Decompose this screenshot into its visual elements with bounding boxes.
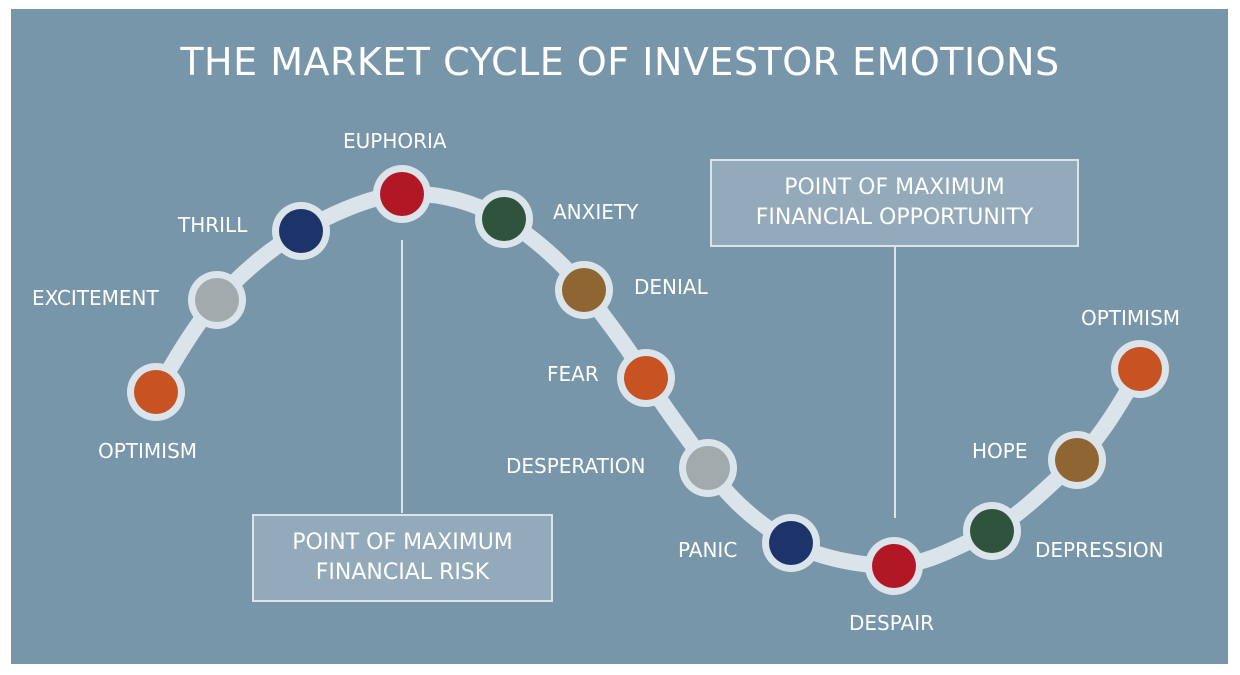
stage-node-hope [1055,438,1099,482]
opportunity-line2: FINANCIAL OPPORTUNITY [755,205,1034,230]
stage-node-optimism [1118,347,1162,391]
stage-node-thrill [279,209,323,253]
stage-node-optimism [134,370,178,414]
risk-line2: FINANCIAL RISK [315,560,490,585]
stage-node-anxiety [482,197,526,241]
stage-label-denial: DENIAL [634,275,708,299]
stage-node-euphoria [380,172,424,216]
stage-node-depression [970,509,1014,553]
stage-label-despair: DESPAIR [849,611,934,635]
stage-node-fear [624,356,668,400]
opportunity-line1: POINT OF MAXIMUM [784,175,1005,200]
stage-node-desperation [686,446,730,490]
stage-node-panic [769,521,813,565]
stage-label-excitement: EXCITEMENT [32,286,159,310]
stage-label-euphoria: EUPHORIA [343,129,447,153]
stage-label-desperation: DESPERATION [506,454,646,478]
stage-node-denial [562,268,606,312]
stage-label-depression: DEPRESSION [1035,538,1164,562]
stage-node-excitement [195,278,239,322]
stage-label-thrill: THRILL [178,213,248,237]
risk-line1: POINT OF MAXIMUM [292,530,513,555]
stage-label-anxiety: ANXIETY [553,200,639,224]
stage-label-optimism-start: OPTIMISM [98,439,198,463]
stage-node-despair [872,544,916,588]
diagram-title: THE MARKET CYCLE OF INVESTOR EMOTIONS [180,40,1060,84]
stage-label-optimism-end: OPTIMISM [1081,306,1181,330]
stage-label-hope: HOPE [972,439,1028,463]
callout-maximum-financial-opportunity: POINT OF MAXIMUM FINANCIAL OPPORTUNITY [710,159,1079,247]
stage-label-panic: PANIC [678,538,738,562]
callout-maximum-financial-risk: POINT OF MAXIMUM FINANCIAL RISK [252,514,553,602]
stage-label-fear: FEAR [547,362,599,386]
